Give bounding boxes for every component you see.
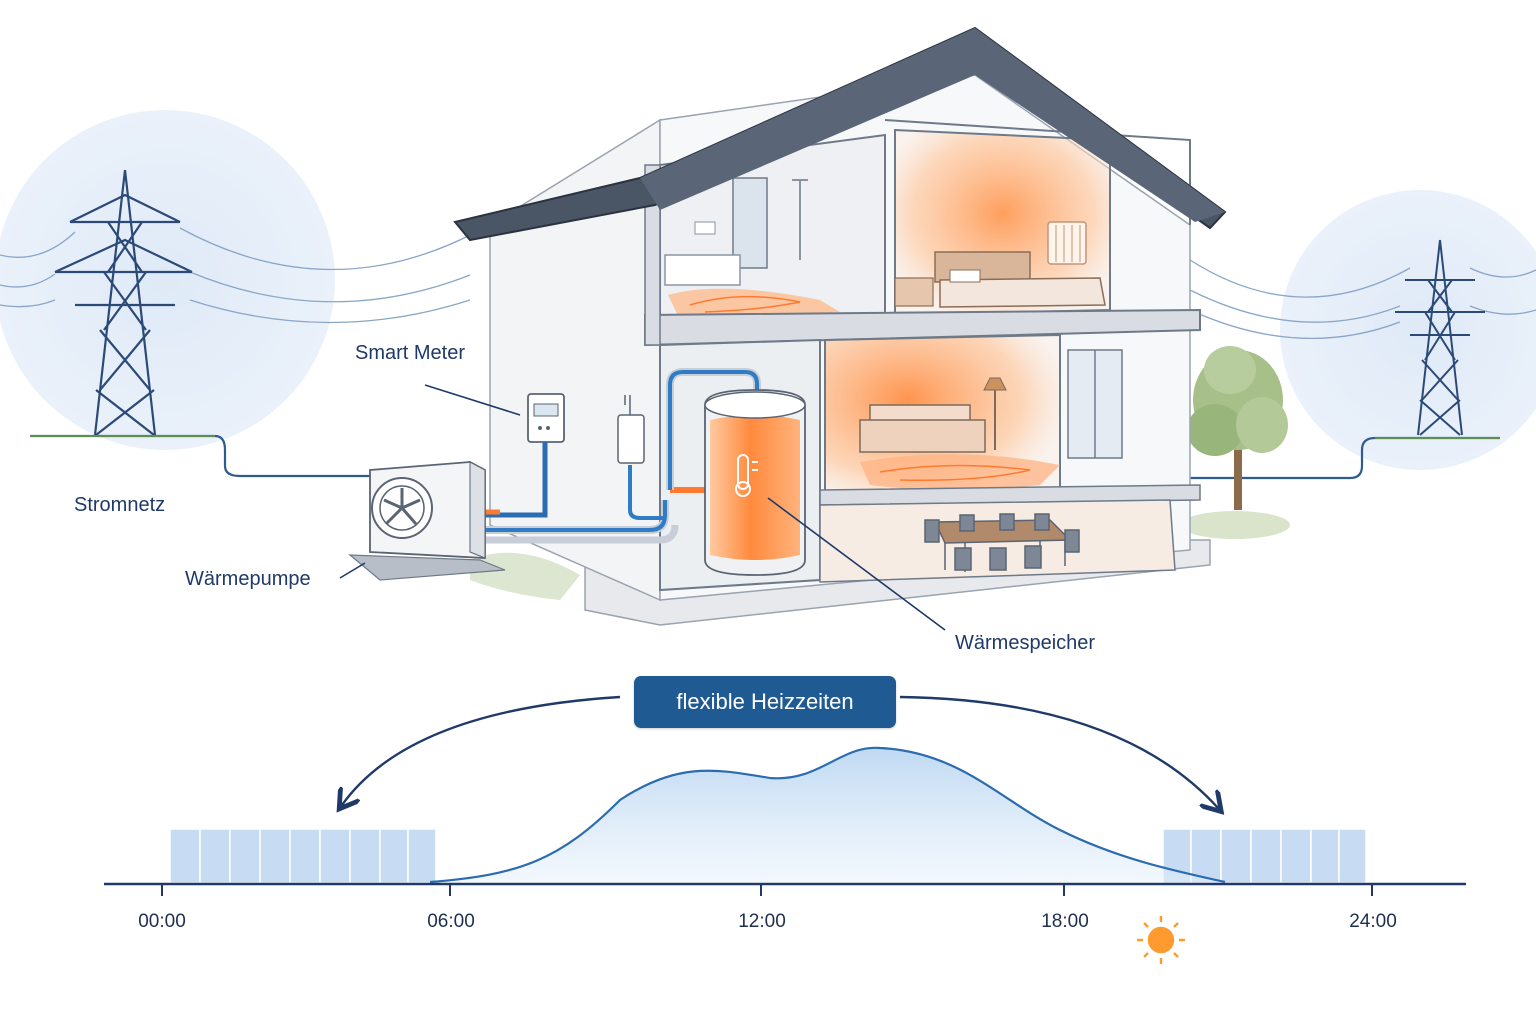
moon-icon xyxy=(118,806,146,841)
leader-heat-pump xyxy=(339,562,366,579)
tick-label: 18:00 xyxy=(1041,911,1089,932)
smart-meter xyxy=(527,393,565,443)
solar-curve-line xyxy=(429,746,1226,884)
tick-label: 12:00 xyxy=(738,911,786,932)
sofa xyxy=(859,404,986,453)
night-blocks-left xyxy=(169,828,437,884)
leader-heat-storage xyxy=(767,497,946,631)
tick-label: 00:00 xyxy=(138,911,186,932)
grid-line-left xyxy=(30,434,380,478)
floor-lamp xyxy=(983,377,1007,450)
radiator xyxy=(1047,221,1087,265)
bed xyxy=(934,251,1106,308)
moon-icon xyxy=(1430,812,1458,847)
label-smart-meter: Smart Meter xyxy=(355,342,466,364)
dining-table xyxy=(924,513,1080,572)
pylon-right xyxy=(1395,239,1485,436)
arrow-to-night-start xyxy=(342,695,621,805)
sky-left xyxy=(0,110,335,450)
label-grid: Stromnetz xyxy=(74,494,166,516)
thermometer-icon xyxy=(735,454,758,497)
label-heat-storage: Wärmespeicher xyxy=(955,632,1096,654)
control-box xyxy=(617,414,645,464)
tick-label: 06:00 xyxy=(427,911,475,932)
grid-line-right xyxy=(1190,436,1500,480)
leader-smart-meter xyxy=(424,384,521,416)
power-lines xyxy=(0,227,1536,339)
heat-pump-unit xyxy=(348,461,506,581)
tick-label: 24:00 xyxy=(1349,911,1397,932)
label-heat-pump: Wärmepumpe xyxy=(185,568,311,590)
heat-storage-tank xyxy=(704,389,806,576)
sky-right xyxy=(1280,190,1536,470)
tree xyxy=(1180,346,1290,539)
solar-curve-area xyxy=(430,747,1225,882)
banner-flexible-heating: flexible Heizzeiten xyxy=(634,676,896,728)
bathroom-door xyxy=(732,177,768,269)
axis-ticks xyxy=(161,884,1373,896)
night-blocks-right xyxy=(1162,828,1367,884)
washbasin xyxy=(664,254,741,286)
sun-icon xyxy=(1137,916,1185,964)
pylon-left xyxy=(54,169,193,436)
arrow-to-night-end xyxy=(899,695,1218,808)
